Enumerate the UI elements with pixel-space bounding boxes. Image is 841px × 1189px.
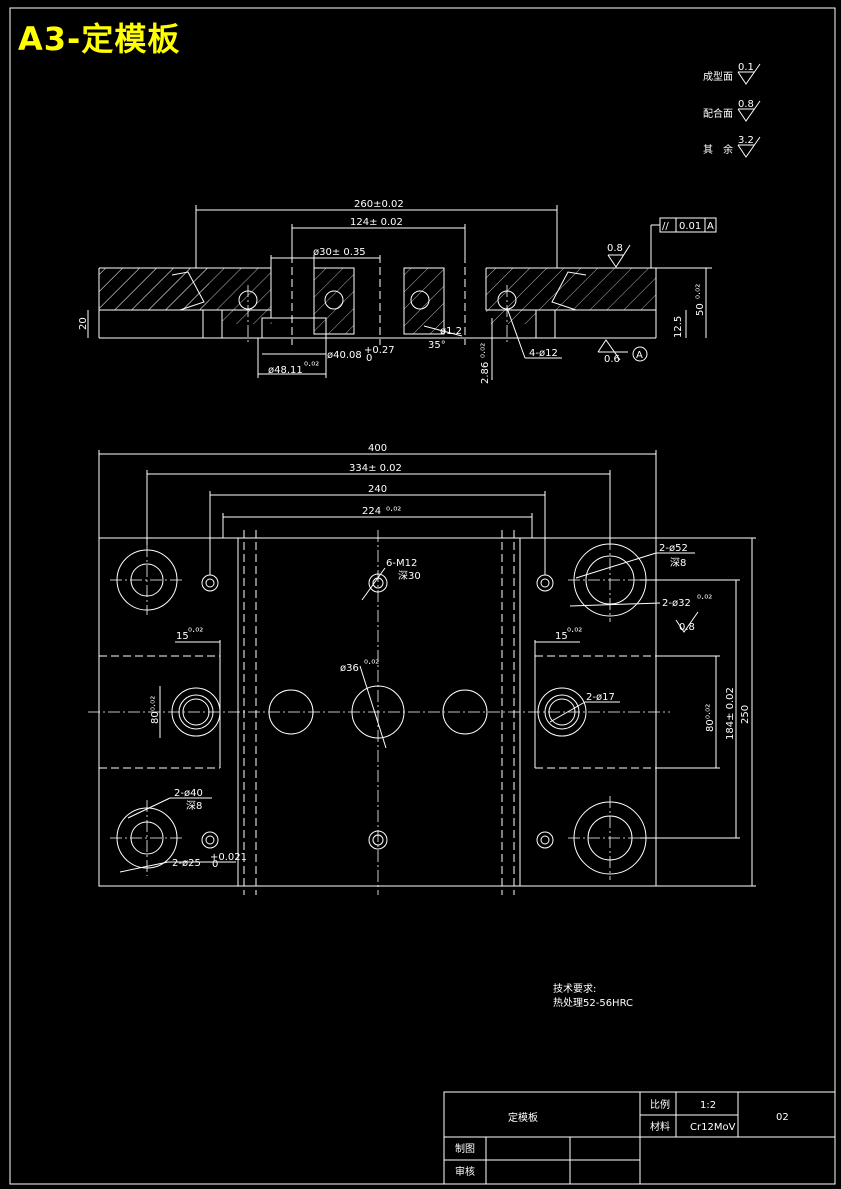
section-view: 260±0.02 124± 0.02 ø30± 0.35 ø40.08 +0.2… bbox=[78, 199, 717, 384]
dim-184: 184± 0.02 bbox=[725, 687, 736, 740]
technical-requirements: 技术要求: 热处理52-56HRC bbox=[553, 982, 633, 1009]
sheet-border bbox=[9, 7, 836, 1185]
callout-2-40-depth: 深8 bbox=[186, 800, 202, 812]
tb-drawing-no: 02 bbox=[776, 1112, 789, 1123]
dim-20: 20 bbox=[78, 317, 89, 330]
finish-symbol-1 bbox=[737, 63, 761, 85]
dim-50: 50 bbox=[695, 303, 706, 316]
callout-2-25-tol: +0.021 bbox=[210, 852, 247, 863]
datum-a-circle bbox=[632, 346, 648, 362]
dim-15-right: 15 bbox=[555, 631, 568, 642]
section-finish-06: 0.6 bbox=[604, 354, 620, 365]
dim-36: ø36 bbox=[340, 663, 359, 674]
dim-2-86-sup: ⁰·⁰² bbox=[480, 343, 491, 358]
dim-12-5: 12.5 bbox=[673, 316, 684, 338]
tb-scale-label: 比例 bbox=[650, 1098, 670, 1111]
dim-4-12: 4-ø12 bbox=[529, 348, 558, 359]
callout-2-32-sup: ⁰·⁰² bbox=[697, 594, 712, 605]
callout-2-32-finish: 0.8 bbox=[679, 622, 695, 633]
plan-view: 400 334± 0.02 240 224 ⁰·⁰² 6-M12 深30 2-ø… bbox=[88, 443, 756, 895]
finish-row-3: 其 余 3.2 bbox=[703, 135, 761, 158]
dim-2-86: 2.86 bbox=[480, 362, 491, 384]
callout-2-17: 2-ø17 bbox=[586, 692, 615, 703]
dim-80-left: 80 bbox=[150, 711, 161, 724]
tb-material-value: Cr12MoV bbox=[690, 1122, 736, 1133]
title-block: 定模板 比例 1:2 材料 Cr12MoV 02 制图 审核 bbox=[443, 1091, 836, 1185]
tb-scale-value: 1:2 bbox=[700, 1100, 716, 1111]
datum-a-label: A bbox=[636, 350, 643, 361]
callout-2-32: 2-ø32 bbox=[662, 598, 691, 609]
dim-80-left-sup: ⁰·⁰² bbox=[150, 696, 161, 711]
finish-row-1: 成型面 0.1 bbox=[703, 62, 761, 85]
callout-2-25-tol-lo: 0 bbox=[212, 859, 218, 870]
finish-label-3: 其 余 bbox=[703, 143, 733, 156]
tb-part-name: 定模板 bbox=[508, 1111, 538, 1124]
callout-2-25: 2-ø25 bbox=[172, 858, 201, 869]
dim-35deg: 35° bbox=[428, 340, 446, 351]
finish-symbol-2 bbox=[737, 100, 761, 122]
callout-6-m12: 6-M12 bbox=[386, 558, 417, 569]
finish-value-1: 0.1 bbox=[738, 62, 754, 73]
dim-15-left: 15 bbox=[176, 631, 189, 642]
callout-6-m12-depth: 深30 bbox=[398, 570, 421, 582]
dim-124: 124± 0.02 bbox=[350, 217, 403, 228]
tech-req-line1: 热处理52-56HRC bbox=[553, 996, 633, 1009]
callout-2-52-depth: 深8 bbox=[670, 557, 686, 569]
dim-80-right: 80 bbox=[705, 719, 716, 732]
finish-label-1: 成型面 bbox=[703, 70, 733, 83]
dim-400: 400 bbox=[368, 443, 387, 454]
callout-2-40: 2-ø40 bbox=[174, 788, 203, 799]
finish-row-2: 配合面 0.8 bbox=[703, 99, 761, 122]
callout-2-52: 2-ø52 bbox=[659, 543, 688, 554]
dim-48: ø48.11 bbox=[268, 365, 303, 376]
dim-40: ø40.08 bbox=[327, 350, 362, 361]
tol-symbol: // bbox=[662, 221, 669, 232]
tb-material-label: 材料 bbox=[650, 1120, 670, 1133]
tol-datum: A bbox=[707, 221, 714, 232]
dim-40-tol-up: +0.27 bbox=[364, 345, 395, 356]
tol-value: 0.01 bbox=[679, 221, 701, 232]
dim-224-sup: ⁰·⁰² bbox=[386, 506, 401, 517]
tech-req-heading: 技术要求: bbox=[553, 982, 596, 995]
drawing-title: A3-定模板 bbox=[18, 20, 181, 58]
surface-finish-legend: 成型面 0.1 配合面 0.8 其 余 3.2 bbox=[703, 62, 761, 158]
finish-value-3: 3.2 bbox=[738, 135, 754, 146]
tb-checked-label: 审核 bbox=[455, 1165, 475, 1178]
finish-label-2: 配合面 bbox=[703, 107, 733, 120]
dim-48-sup: ⁰·⁰² bbox=[304, 361, 319, 372]
dim-80-right-sup: ⁰·⁰² bbox=[705, 704, 716, 719]
dim-260: 260±0.02 bbox=[354, 199, 404, 210]
dim-224: 224 bbox=[362, 506, 381, 517]
dim-36-sup: ⁰·⁰² bbox=[364, 659, 379, 670]
dim-1-2: ø1.2 bbox=[440, 326, 462, 337]
dim-250: 250 bbox=[740, 705, 751, 724]
dim-50-sup: ⁰·⁰² bbox=[695, 284, 706, 299]
dim-30: ø30± 0.35 bbox=[313, 247, 366, 258]
finish-value-2: 0.8 bbox=[738, 99, 754, 110]
tolerance-frame bbox=[659, 217, 717, 233]
dim-15-right-sup: ⁰·⁰² bbox=[567, 627, 582, 638]
finish-symbol-3 bbox=[737, 136, 761, 158]
dim-334: 334± 0.02 bbox=[349, 463, 402, 474]
tb-drawn-label: 制图 bbox=[455, 1142, 475, 1155]
dim-40-tol-lo: 0 bbox=[366, 353, 372, 364]
dim-15-left-sup: ⁰·⁰² bbox=[188, 627, 203, 638]
dim-240: 240 bbox=[368, 484, 387, 495]
section-finish-08: 0.8 bbox=[607, 243, 623, 254]
